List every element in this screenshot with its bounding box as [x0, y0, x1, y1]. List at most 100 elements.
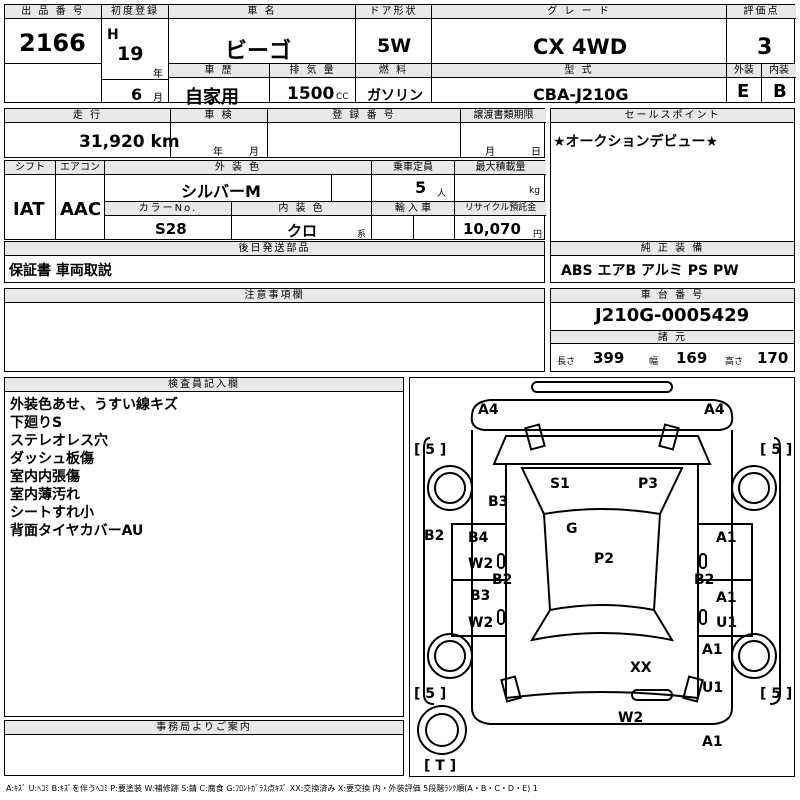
- mileage: 31,920 km: [79, 132, 180, 152]
- displacement: 1500: [287, 84, 335, 104]
- inspector-label: 検査員記入欄: [5, 378, 403, 392]
- legend: A:ｷｽﾞ U:ﾍｺﾐ B:ｷｽﾞを伴うﾍｺﾐ P:要塗装 W:補修跡 S:錆 …: [6, 784, 538, 793]
- tire-fr-grade: [ 5 ]: [760, 442, 792, 458]
- mark: B2: [694, 572, 714, 588]
- caution-label: 注意事項欄: [5, 289, 544, 303]
- seats-unit: 人: [437, 189, 447, 199]
- height-label: 高さ: [725, 357, 744, 367]
- color-label: 外 装 色: [105, 161, 371, 175]
- mark: A1: [716, 590, 737, 606]
- reg-era: H: [107, 27, 119, 43]
- mark: S1: [550, 476, 570, 492]
- mileage-row: 走 行 31,920 km 車 検 年 月 登 録 番 号 譲渡書類期限 月 日: [4, 108, 546, 158]
- name-label: 車 名: [169, 5, 355, 19]
- grade: CX 4WD: [533, 35, 628, 59]
- model-label: 型 式: [432, 64, 726, 78]
- car-outline: [417, 381, 781, 755]
- spec-label: 諸 元: [551, 330, 794, 344]
- tire-fl-grade: [ 5 ]: [414, 442, 446, 458]
- colorno-label: カラーNo.: [105, 202, 231, 216]
- mark: A1: [702, 642, 723, 658]
- mark: W2: [468, 615, 493, 631]
- chassis-box: 車 台 番 号 J210G-0005429 諸 元 長さ 399 幅 169 高…: [550, 288, 795, 372]
- note-line: ダッシュ板傷: [10, 451, 94, 467]
- mark: B3: [488, 494, 508, 510]
- int-grade: B: [773, 81, 787, 102]
- interior-label: 内 装 色: [232, 202, 371, 216]
- tire-rl-grade: [ 5 ]: [414, 686, 446, 702]
- seats-label: 乗車定員: [372, 161, 454, 175]
- mark: B2: [424, 528, 444, 544]
- selling-point: ★オークションデビュー★: [553, 134, 719, 150]
- mark: B4: [468, 530, 489, 546]
- spare-tire-grade: [ T ]: [424, 758, 456, 774]
- doors: 5W: [377, 35, 412, 57]
- note-line: 下廻りS: [10, 415, 63, 431]
- transfer-day: 日: [531, 147, 541, 158]
- genuine-box: 純 正 装 備 ABS エアB アルミ PS PW: [550, 241, 795, 283]
- interior: クロ: [287, 222, 318, 240]
- mark: B2: [492, 572, 512, 588]
- chassis-label: 車 台 番 号: [551, 289, 794, 303]
- mark: P2: [594, 551, 614, 567]
- header-grid: 出 品 番 号 2166 初度登録 H 19 年 6 月 車 名 ビーゴ ドア形…: [4, 4, 796, 108]
- recycle: 10,070: [463, 220, 521, 238]
- caution-box: 注意事項欄: [4, 288, 545, 372]
- damage-diagram: [ 5 ] [ 5 ] [ 5 ] [ 5 ] [ T ] A4 A4 B3 S…: [409, 377, 795, 777]
- mileage-label: 走 行: [5, 109, 170, 123]
- ext-grade: E: [737, 81, 750, 102]
- int-label: 内装: [762, 64, 796, 78]
- mark: U1: [716, 615, 737, 631]
- recycle-unit: 円: [533, 230, 543, 240]
- ext-label: 外装: [727, 64, 761, 78]
- note-line: ステレオレス穴: [10, 433, 108, 449]
- score-label: 評価点: [727, 5, 796, 19]
- width-label: 幅: [649, 357, 659, 367]
- import-label: 輸 入 車: [372, 202, 454, 216]
- ac-label: エアコン: [56, 161, 104, 175]
- car-name: ビーゴ: [225, 39, 292, 64]
- load-unit: kg: [529, 186, 540, 196]
- shift: IAT: [13, 199, 45, 220]
- recycle-label: リサイクル預託金: [455, 202, 546, 216]
- history: 自家用: [185, 87, 239, 108]
- inspection-label: 車 検: [171, 109, 267, 123]
- note-line: 室内内張傷: [10, 469, 80, 485]
- note-line: 背面タイヤカバーAU: [10, 523, 144, 539]
- reg-label: 初度登録: [102, 5, 168, 19]
- note-line: 外装色あせ、うすい線キズ: [10, 397, 178, 413]
- reg-year: 19: [117, 43, 144, 65]
- reg-month: 6: [131, 85, 143, 104]
- mark: G: [566, 521, 578, 537]
- fuel: ガソリン: [367, 88, 423, 104]
- note-line: シートすれ小: [10, 505, 94, 521]
- mark: A4: [478, 402, 499, 418]
- mark: W2: [468, 556, 493, 572]
- mark: XX: [630, 660, 652, 676]
- fuel-label: 燃 料: [356, 64, 431, 78]
- damage-marks: [ 5 ] [ 5 ] [ 5 ] [ 5 ] [ T ] A4 A4 B3 S…: [414, 402, 792, 774]
- reg-year-unit: 年: [153, 69, 163, 80]
- office-label: 事務局よりご案内: [5, 721, 403, 735]
- genuine-value: ABS エアB アルミ PS PW: [561, 263, 739, 279]
- later-items-label: 後日発送部品: [5, 242, 544, 256]
- lot-label: 出 品 番 号: [5, 5, 101, 19]
- grade-label: グ レ ー ド: [432, 5, 726, 19]
- colorno: S28: [155, 220, 187, 238]
- transfer-label: 譲渡書類期限: [461, 109, 546, 123]
- tire-rr-grade: [ 5 ]: [760, 686, 792, 702]
- inspection-year: 年: [213, 147, 223, 158]
- office-box: 事務局よりご案内: [4, 720, 404, 776]
- displacement-unit: CC: [336, 92, 349, 102]
- mark: A1: [702, 734, 723, 750]
- mark: U1: [702, 680, 723, 696]
- selling-label: セールスポイント: [551, 109, 794, 123]
- mark: A4: [704, 402, 725, 418]
- later-items-value: 保証書 車両取説: [9, 263, 112, 279]
- later-items-box: 後日発送部品 保証書 車両取説: [4, 241, 545, 283]
- width: 169: [676, 349, 708, 367]
- seats: 5: [415, 178, 427, 197]
- length: 399: [593, 349, 625, 367]
- regno-label: 登 録 番 号: [268, 109, 460, 123]
- selling-point-box: セールスポイント ★オークションデビュー★: [550, 108, 795, 256]
